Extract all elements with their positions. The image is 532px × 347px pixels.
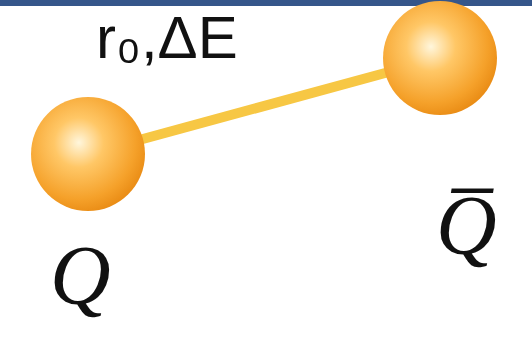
quark-label: Q̅ [436, 184, 497, 268]
sphere [30, 96, 146, 212]
sphere-shape [31, 97, 145, 211]
sphere [382, 0, 498, 116]
quark-node: Q̅ [382, 0, 501, 272]
string-connector [140, 72, 388, 140]
quark-node: Q [30, 96, 146, 322]
sphere-shape [383, 1, 497, 115]
edge-label: r₀,ΔE [96, 8, 238, 68]
quark-label: Q [50, 234, 111, 318]
